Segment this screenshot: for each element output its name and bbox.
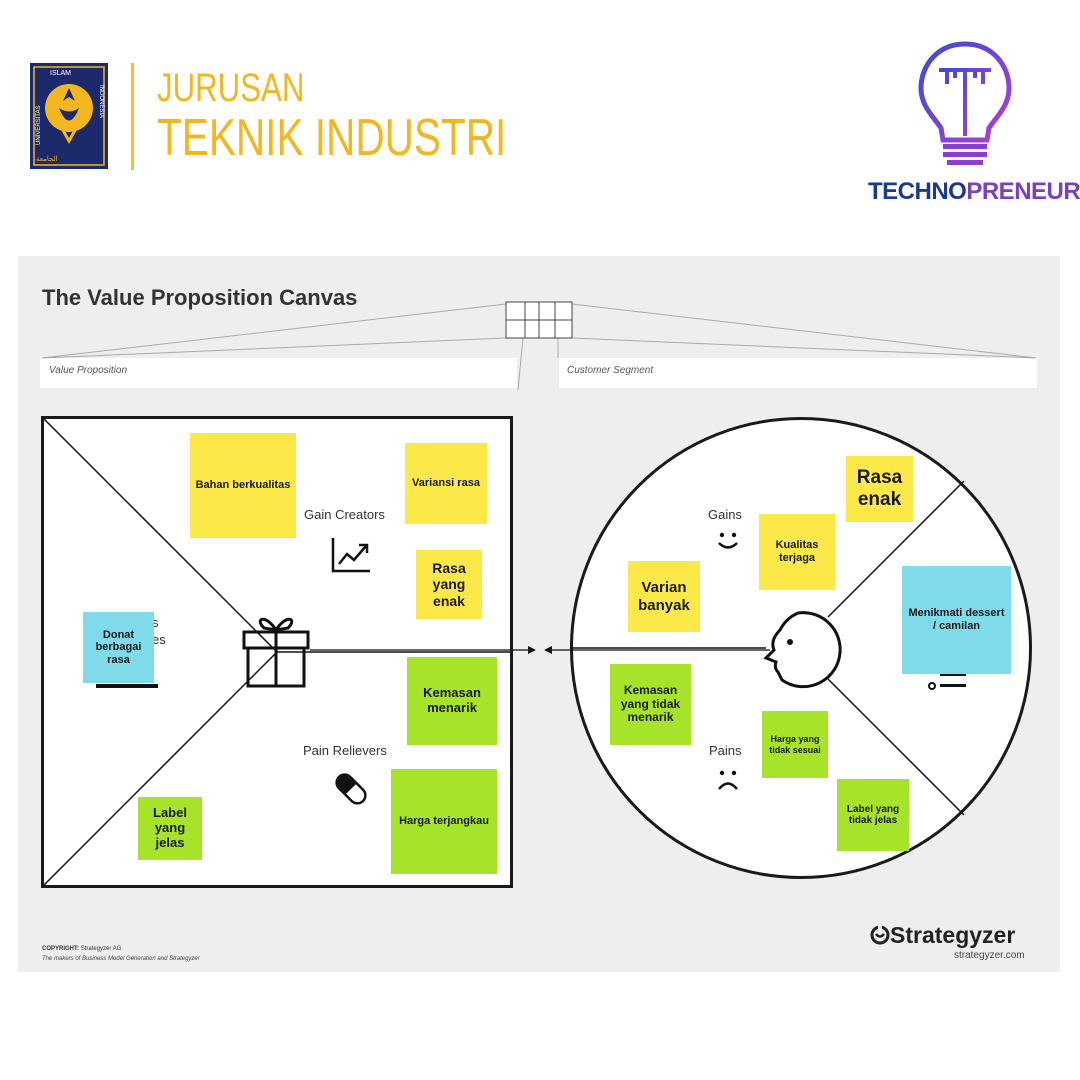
copyright-rest: Strategyzer AG xyxy=(80,946,122,952)
sticky-label-tidak-jelas: Label yang tidak jelas xyxy=(837,779,909,851)
svg-text:ﺍﻟﺠﺎﻣﻌﺔ: ﺍﻟﺠﺎﻣﻌﺔ xyxy=(36,155,58,163)
smile-icon xyxy=(718,532,738,549)
sticky-donat-berbagai-rasa: Donat berbagai rasa xyxy=(83,612,154,683)
frown-icon xyxy=(718,770,738,790)
customer-segment-bar: Customer Segment xyxy=(559,358,1037,388)
copyright-bold: COPYRIGHT: xyxy=(42,946,80,952)
copyright-tagline: The makers of Business Model Generation … xyxy=(42,956,200,962)
strategyzer-brand: Strategyzer xyxy=(870,922,1015,949)
products-icon-partial xyxy=(96,684,158,688)
canvas-title: The Value Proposition Canvas xyxy=(42,285,358,310)
sticky-menikmati-dessert: Menikmati dessert / camilan xyxy=(902,566,1011,674)
department-line2: TEKNIK INDUSTRI xyxy=(157,109,507,167)
strategyzer-url: strategyzer.com xyxy=(954,950,1025,961)
value-proposition-label: Value Proposition xyxy=(49,365,128,376)
strategyzer-logo-icon xyxy=(870,925,890,945)
brand-part-techno: TECHNO xyxy=(868,178,967,205)
sticky-harga-terjangkau: Harga terjangkau xyxy=(391,769,497,874)
gains-label: Gains xyxy=(708,507,742,522)
sticky-bahan-berkualitas: Bahan berkualitas xyxy=(190,433,296,538)
customer-profile-lines xyxy=(570,480,965,816)
fit-arrows xyxy=(310,646,770,654)
sticky-kemasan-menarik: Kemasan menarik xyxy=(407,657,497,745)
products-label-partial-1: s xyxy=(152,615,159,630)
face-icon xyxy=(763,611,842,689)
pain-relievers-label: Pain Relievers xyxy=(303,743,387,758)
logo-ring-top-text: ISLAM xyxy=(50,70,71,77)
sticky-label-yang-jelas: Label yang jelas xyxy=(138,797,202,860)
sticky-rasa-yang-enak: Rasa yang enak xyxy=(416,550,482,619)
brand-part-preneur: PRENEUR xyxy=(966,178,1080,205)
header-divider xyxy=(131,63,134,170)
gain-creators-label: Gain Creators xyxy=(304,507,385,522)
mini-canvas-icon xyxy=(505,301,573,339)
strategyzer-name: Strategyzer xyxy=(890,922,1016,948)
sticky-harga-tidak-sesuai: Harga yang tidak sesuai xyxy=(762,711,828,778)
uii-logo: ﺍﻟﺠﺎﻣﻌﺔ ISLAM UNIVERSITAS INDONESIA xyxy=(30,63,108,169)
pill-icon xyxy=(335,773,367,805)
logo-ring-right-text: INDONESIA xyxy=(98,85,104,118)
department-line1: JURUSAN xyxy=(157,66,305,110)
gift-icon xyxy=(242,617,310,688)
sticky-rasa-enak: Rasa enak xyxy=(846,456,913,522)
copyright-line: COPYRIGHT: Strategyzer AG xyxy=(42,946,121,952)
pains-label: Pains xyxy=(709,743,742,758)
header-connector-lines xyxy=(41,301,1037,391)
value-proposition-bar: Value Proposition xyxy=(40,358,517,388)
sticky-variansi-rasa: Variansi rasa xyxy=(405,443,487,524)
sticky-kemasan-tidak-menarik: Kemasan yang tidak menarik xyxy=(610,664,691,745)
customer-segment-label: Customer Segment xyxy=(567,365,654,376)
sticky-kualitas-terjaga: Kualitas terjaga xyxy=(759,514,835,590)
lightbulb-logo-icon xyxy=(918,41,1012,165)
technopreneur-wordmark: TECHNOPRENEUR xyxy=(868,178,1080,206)
list-icon xyxy=(928,673,966,690)
logo-ring-left-text: UNIVERSITAS xyxy=(36,105,42,145)
sticky-varian-banyak: Varian banyak xyxy=(628,561,700,632)
chart-up-icon xyxy=(331,538,370,573)
value-map-diagonals xyxy=(44,419,510,885)
products-label-partial-2: es xyxy=(152,632,166,647)
